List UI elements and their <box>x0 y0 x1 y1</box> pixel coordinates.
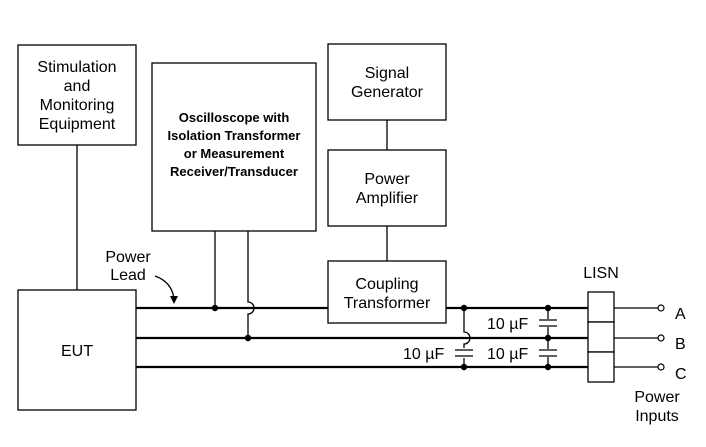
coupling-transformer-label-line-2: Transformer <box>344 295 431 312</box>
junction-dot <box>544 363 552 371</box>
power-lead-label-line-1: Power <box>105 249 151 266</box>
oscilloscope-label-line-4: Receiver/Transducer <box>170 164 298 179</box>
eut-block: EUT <box>17 289 137 411</box>
junction-dot <box>244 334 252 342</box>
stimulation-label-line-4: Equipment <box>39 116 116 133</box>
junction-dot <box>544 334 552 342</box>
power-inputs-label-line-2: Inputs <box>635 408 679 425</box>
stimulation-monitoring-block: Stimulation and Monitoring Equipment <box>17 44 137 146</box>
junction-dot <box>211 304 219 312</box>
terminal-label-a: A <box>675 306 686 323</box>
junction-dot <box>544 304 552 312</box>
stimulation-label-line-2: and <box>64 78 91 95</box>
signal-generator-label-line-1: Signal <box>365 65 409 82</box>
terminal-label-c: C <box>675 366 687 383</box>
transformer-lead-wire <box>463 308 471 348</box>
oscilloscope-label-line-1: Oscilloscope with <box>179 110 290 125</box>
signal-generator-block: Signal Generator <box>327 43 447 121</box>
terminal-a <box>657 304 665 312</box>
coupling-transformer-block: Coupling Transformer <box>327 260 447 324</box>
terminal-c <box>657 363 665 371</box>
junction-dot <box>460 363 468 371</box>
coupling-transformer-label-line-1: Coupling <box>355 276 418 293</box>
oscilloscope-label-line-2: Isolation Transformer <box>168 128 301 143</box>
terminal-b <box>657 334 665 342</box>
stimulation-label-line-3: Monitoring <box>40 97 115 114</box>
scope-probe-wire-2 <box>247 231 255 338</box>
power-lead-label-line-2: Lead <box>110 267 146 284</box>
power-lead-arrow <box>154 275 175 300</box>
power-amplifier-label-line-1: Power <box>364 171 410 188</box>
power-amplifier-block: Power Amplifier <box>327 149 447 227</box>
signal-generator-label-line-2: Generator <box>351 84 424 101</box>
capacitor-label-a-b: 10 µF <box>487 316 528 333</box>
power-lead-arrowhead-icon <box>170 296 178 304</box>
power-inputs-label-line-1: Power <box>634 389 680 406</box>
terminal-label-b: B <box>675 336 686 353</box>
junction-dot <box>460 304 468 312</box>
lisn-block: LISN <box>583 265 619 383</box>
oscilloscope-label-line-3: or Measurement <box>184 146 285 161</box>
capacitor-label-b-c: 10 µF <box>487 346 528 363</box>
power-amplifier-label-line-2: Amplifier <box>356 190 419 207</box>
capacitor-label-transformer-c: 10 µF <box>403 346 444 363</box>
lisn-label: LISN <box>583 265 619 282</box>
oscilloscope-block: Oscilloscope with Isolation Transformer … <box>151 62 317 232</box>
eut-label: EUT <box>61 343 93 360</box>
stimulation-label-line-1: Stimulation <box>37 59 116 76</box>
